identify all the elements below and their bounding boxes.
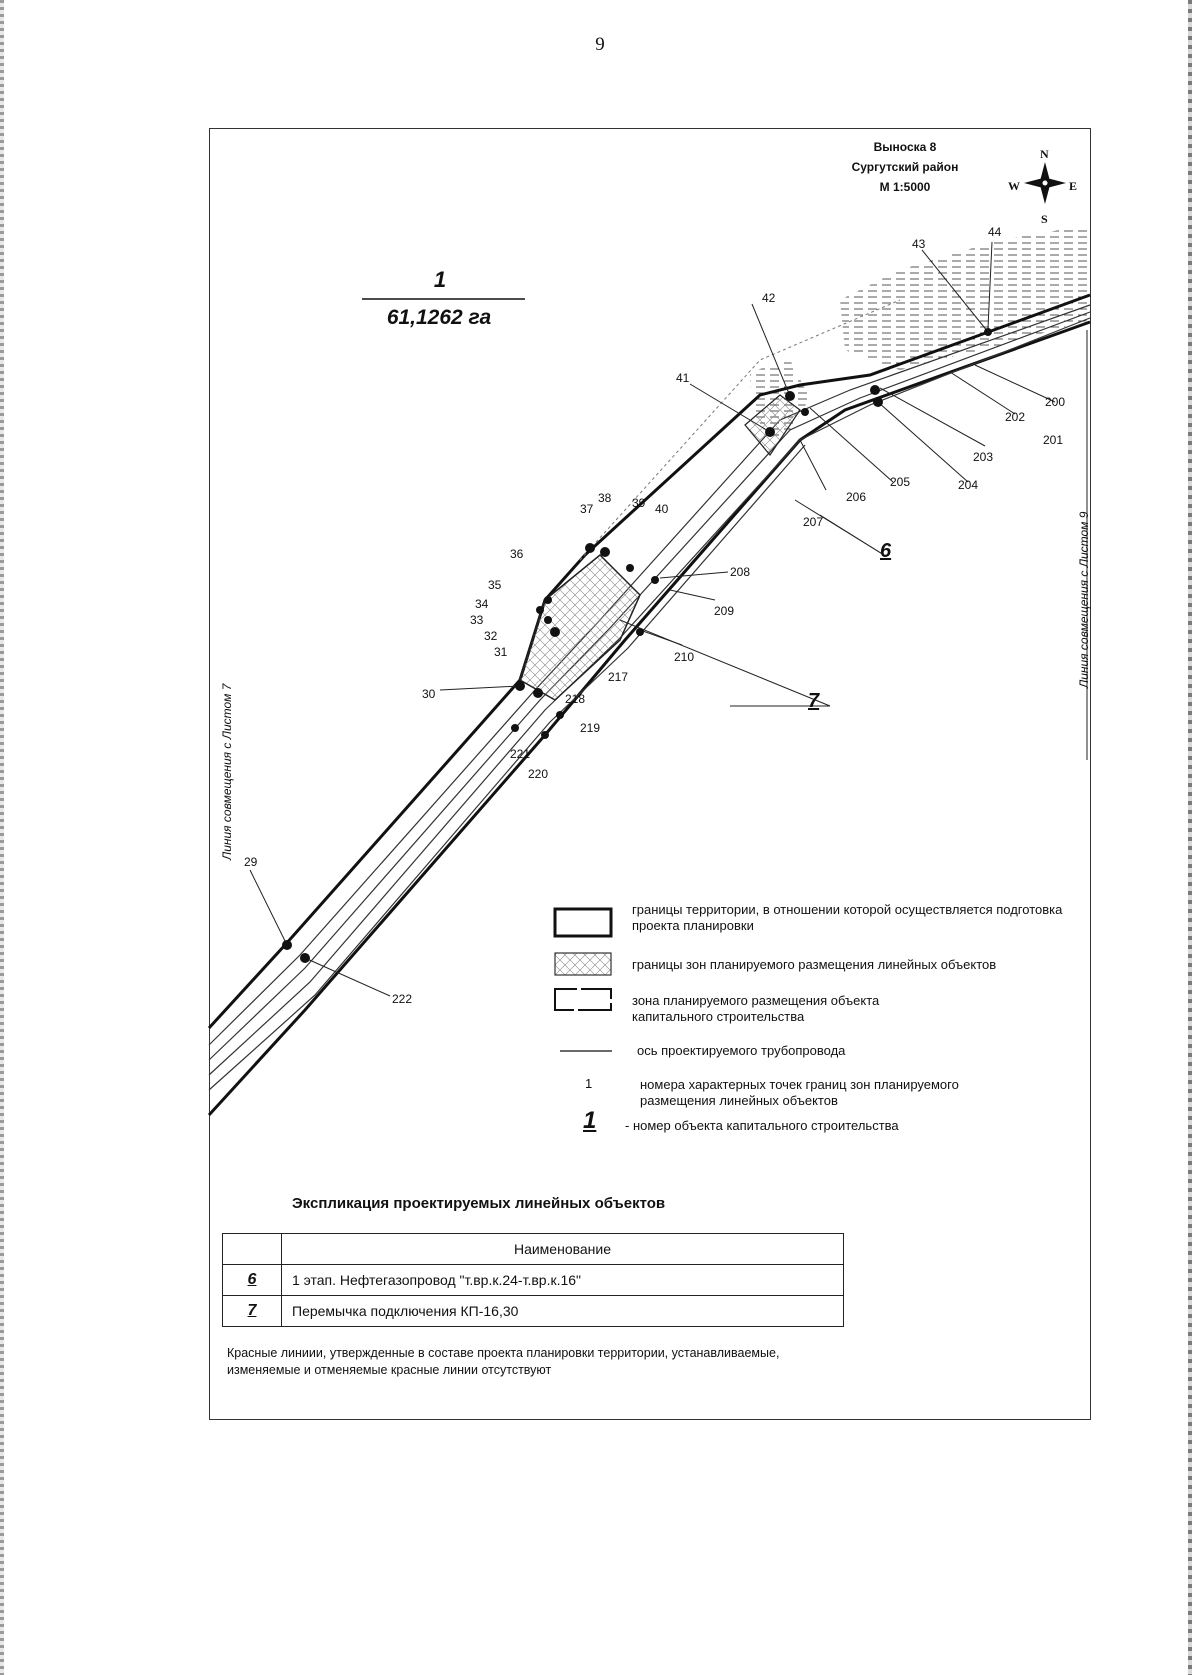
- scan-edge-right: [1188, 0, 1192, 1675]
- table-header-row: Наименование: [222, 1233, 844, 1265]
- point-label: 36: [510, 547, 524, 561]
- point-label: 208: [730, 565, 751, 579]
- district-label: Сургутский район: [851, 160, 959, 174]
- point-label: 210: [674, 650, 695, 664]
- planned-zone-area: [519, 553, 641, 701]
- point-label: 204: [958, 478, 979, 492]
- legend-object-text: - номер объекта капитального строительст…: [625, 1118, 899, 1133]
- point-label: 201: [1043, 433, 1064, 447]
- point-label: 206: [846, 490, 867, 504]
- callout-object-7: 7: [808, 690, 820, 712]
- point-label: 33: [470, 613, 484, 627]
- point-label: 41: [676, 371, 690, 385]
- point-markers: [282, 328, 992, 963]
- legend-zones-text: границы зон планируемого размещения лине…: [632, 957, 997, 972]
- point-label: 37: [580, 502, 594, 516]
- planned-zone-upper: [744, 394, 801, 457]
- legend-point-number: 1: [585, 1076, 593, 1091]
- legend-territory-text: границы территории, в отношении которой …: [632, 902, 1063, 933]
- map-frame: [209, 128, 1091, 1420]
- point-label: 205: [890, 475, 911, 489]
- footer-note: Красные линиии, утвержденные в составе п…: [227, 1346, 780, 1377]
- legend-symbol-object-zone: [554, 988, 612, 1011]
- point-label: 222: [392, 992, 413, 1006]
- compass-w: W: [1008, 179, 1020, 193]
- leader-lines: [249, 241, 1056, 997]
- point-label: 29: [244, 855, 258, 869]
- point-label: 39: [632, 496, 646, 510]
- table-header-name: Наименование: [281, 1233, 844, 1265]
- table-cell-code: 7: [222, 1295, 282, 1327]
- table-title: Экспликация проектируемых линейных объек…: [292, 1195, 666, 1212]
- table-cell-name: 1 этап. Нефтегазопровод "т.вр.к.24-т.вр.…: [281, 1264, 844, 1296]
- object-number: 1: [433, 267, 447, 292]
- legend-symbol-zone: [554, 952, 612, 976]
- table-header-code: [222, 1233, 282, 1265]
- point-label: 203: [973, 450, 994, 464]
- legend-points-text: номера характерных точек границ зон план…: [640, 1077, 959, 1108]
- point-label: 202: [1005, 410, 1026, 424]
- point-label: 42: [762, 291, 776, 305]
- legend-axis-text: ось проектируемого трубопровода: [637, 1043, 846, 1058]
- point-label: 44: [988, 225, 1002, 239]
- table-cell-code: 6: [222, 1264, 282, 1296]
- legend-object-zone-text: зона планируемого размещения объекта кап…: [632, 993, 880, 1024]
- point-label: 35: [488, 578, 502, 592]
- point-label: 207: [803, 515, 824, 529]
- compass-s: S: [1041, 212, 1048, 226]
- object-area: 61,1262 га: [386, 306, 492, 329]
- point-label: 200: [1045, 395, 1066, 409]
- point-label: 43: [912, 237, 926, 251]
- point-label: 219: [580, 721, 601, 735]
- scan-edge-left: [0, 0, 4, 1675]
- point-label: 38: [598, 491, 612, 505]
- sheet-join-label-right: Линия совмещения с Листом 9: [1077, 511, 1091, 688]
- compass-e: E: [1069, 179, 1078, 193]
- sheet-join-label-left: Линия совмещения с Листом 7: [220, 683, 234, 860]
- scale-label: М 1:5000: [879, 180, 931, 194]
- table-cell-name: Перемычка подключения КП-16,30: [281, 1295, 844, 1327]
- compass-rose-icon: [1024, 162, 1066, 204]
- point-label: 209: [714, 604, 735, 618]
- point-label: 221: [510, 747, 531, 761]
- compass-n: N: [1040, 147, 1049, 161]
- table-row: 6 1 этап. Нефтегазопровод "т.вр.к.24-т.в…: [222, 1264, 844, 1296]
- point-label: 34: [475, 597, 489, 611]
- callout-object-6: 6: [880, 540, 892, 562]
- page-number: 9: [595, 34, 605, 55]
- point-label: 32: [484, 629, 498, 643]
- legend-symbol-territory: [553, 907, 613, 938]
- point-label: 31: [494, 645, 508, 659]
- territory-boundary: [207, 293, 1091, 1117]
- legend-object-number: 1: [583, 1107, 597, 1134]
- point-label: 217: [608, 670, 629, 684]
- point-label: 218: [565, 692, 586, 706]
- callout-title: Выноска 8: [873, 140, 937, 154]
- table-row: 7 Перемычка подключения КП-16,30: [222, 1295, 844, 1327]
- explication-table: Наименование 6 1 этап. Нефтегазопровод "…: [222, 1233, 844, 1327]
- point-label: 40: [655, 502, 669, 516]
- point-label: 220: [528, 767, 549, 781]
- point-label: 30: [422, 687, 436, 701]
- hatched-terrain-upper: [840, 225, 1090, 370]
